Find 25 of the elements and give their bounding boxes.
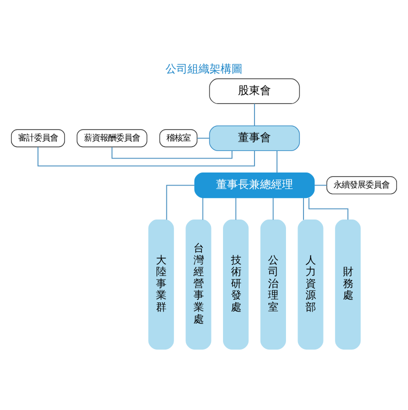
node-box: 公司治理室 bbox=[260, 220, 286, 350]
node-box: 審計委員會 bbox=[11, 129, 65, 148]
connector bbox=[166, 184, 195, 220]
connector bbox=[202, 197, 204, 220]
node-box: 董事長兼總經理 bbox=[194, 172, 315, 198]
node-box: 技術研發處 bbox=[223, 220, 249, 350]
connector bbox=[276, 150, 278, 174]
node-box: 股東會 bbox=[209, 78, 300, 104]
connector bbox=[254, 103, 255, 126]
connector bbox=[314, 184, 328, 186]
node-box: 大陸事業群 bbox=[148, 220, 174, 350]
node-box: 台灣經營事業處 bbox=[186, 220, 212, 350]
node-box: 永續發展委員會 bbox=[326, 176, 397, 194]
node-box: 財務處 bbox=[335, 220, 361, 350]
node-box: 董事會 bbox=[209, 125, 300, 152]
connector bbox=[272, 197, 274, 220]
node-box: 人力資源部 bbox=[298, 220, 324, 350]
connector bbox=[112, 146, 232, 159]
connector bbox=[235, 197, 236, 220]
node-box: 薪資報酬委員會 bbox=[76, 129, 148, 148]
diagram-title: 公司組織架構圖 bbox=[166, 62, 242, 76]
node-box: 稽核室 bbox=[159, 129, 198, 148]
connector bbox=[303, 197, 304, 220]
connector bbox=[196, 138, 210, 139]
connector bbox=[38, 146, 255, 166]
